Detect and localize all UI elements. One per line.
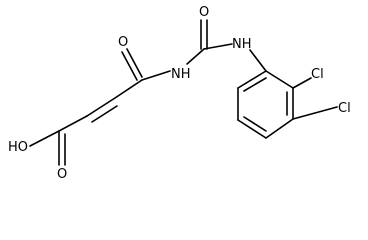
ring-inner-c4-c5 bbox=[243, 116, 267, 132]
bond-amide-carbonyl-a bbox=[121, 51, 138, 81]
urea-carbonyl-oxygen-label: O bbox=[199, 5, 209, 20]
ring-bond-c3-c4 bbox=[265, 118, 294, 139]
bond-hydroxyl-acid-carbon bbox=[29, 130, 60, 147]
atom-labels: HO O O O NH NH Cl Cl bbox=[8, 5, 351, 182]
aryl-amine-nitrogen-label: NH bbox=[232, 37, 252, 52]
bond-ring-chlorine-3 bbox=[292, 106, 338, 120]
imide-nitrogen-label: NH bbox=[171, 67, 191, 82]
bonds bbox=[29, 19, 338, 166]
chemical-structure: HO O O O NH NH Cl Cl bbox=[8, 5, 351, 182]
bond-alkene-a bbox=[86, 97, 116, 117]
bond-amide-carbonyl-b bbox=[126, 48, 143, 78]
bond-alkene-b bbox=[91, 105, 118, 123]
ring-inner-c6-c1 bbox=[243, 77, 267, 92]
acid-carbonyl-oxygen-label: O bbox=[57, 167, 67, 182]
bond-alkene-amide-carbon bbox=[114, 79, 143, 99]
ring-bond-c1-c2 bbox=[265, 70, 294, 89]
bond-acid-carbon-alkene bbox=[58, 115, 88, 132]
bond-urea-carbon-aryl-n bbox=[203, 43, 233, 50]
hydroxyl-label: HO bbox=[8, 140, 28, 155]
bond-ring-chlorine-2 bbox=[292, 77, 312, 89]
amide-carbonyl-oxygen-label: O bbox=[118, 35, 128, 50]
bond-imide-n-urea-carbon bbox=[186, 48, 205, 65]
ring-bond-c4-c5 bbox=[237, 119, 267, 139]
bond-amide-carbon-imide-n bbox=[141, 70, 171, 81]
bond-aryl-n-ring bbox=[249, 49, 267, 72]
chlorine-2-label: Cl bbox=[311, 67, 324, 82]
chlorine-3-label: Cl bbox=[338, 101, 351, 116]
ring-bond-c6-c1 bbox=[237, 70, 267, 89]
